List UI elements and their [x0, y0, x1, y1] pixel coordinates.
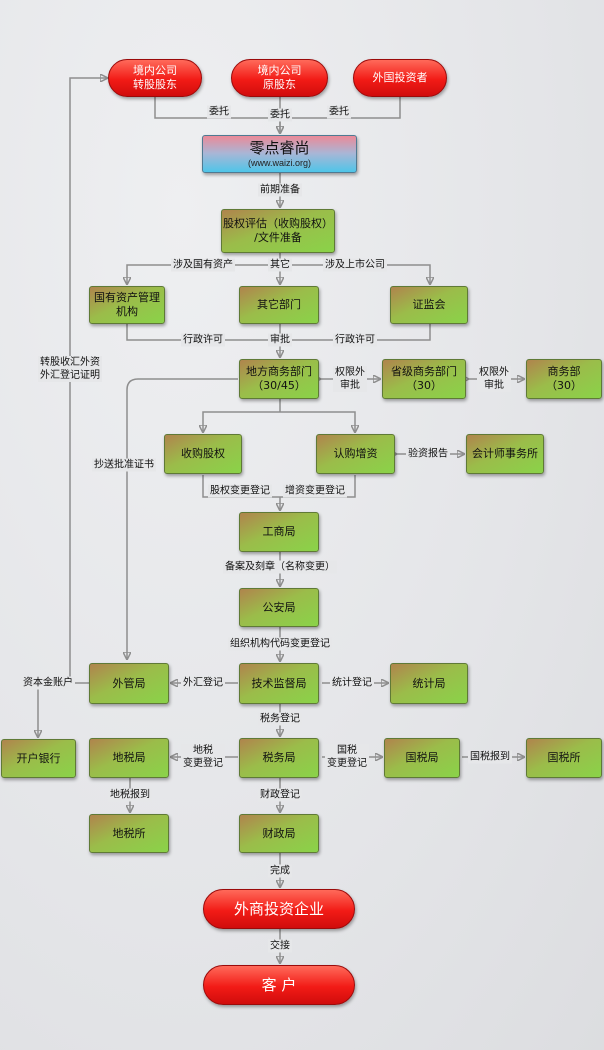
node-sasac: 国有资产管理 机构	[89, 286, 165, 324]
label-org-code: 组织机构代码变更登记	[228, 637, 332, 651]
label-capital-account: 资本金账户	[21, 676, 75, 690]
label-other: 其它	[268, 258, 292, 272]
brand-name: 零点睿尚	[249, 139, 310, 157]
node-customer: 客 户	[203, 965, 355, 1005]
label-fx-proof: 转股收汇外资 外汇登记证明	[38, 356, 102, 382]
node-subscribe-capital: 认购增资	[316, 434, 395, 474]
node-local-mofcom: 地方商务部门 （30/45）	[239, 359, 319, 399]
node-transfer-shareholder: 境内公司 转股股东	[108, 59, 202, 97]
node-fie: 外商投资企业	[203, 889, 355, 929]
node-prov-mofcom: 省级商务部门 （30）	[382, 359, 466, 399]
node-bank: 开户银行	[1, 739, 76, 778]
label-approve: 审批	[268, 333, 292, 347]
node-foreign-investor: 外国投资者	[353, 59, 447, 97]
edge-foreign-brand	[280, 96, 401, 119]
edge-local-safe	[127, 378, 238, 659]
label-record-seal: 备案及刻章（名称变更）	[223, 560, 337, 574]
edge-safe-bank	[38, 682, 89, 737]
edge-csrc-merge	[280, 324, 431, 341]
node-state-tax: 国税局	[384, 738, 460, 778]
node-local-tax-office: 地税所	[89, 814, 169, 853]
label-admin-1: 行政许可	[181, 333, 225, 347]
node-safe: 外管局	[89, 663, 169, 704]
label-stats-reg: 统计登记	[330, 676, 374, 690]
label-prep: 前期准备	[258, 183, 302, 197]
node-local-tax: 地税局	[89, 738, 169, 778]
label-entrust-2: 委托	[268, 108, 292, 122]
label-capital-change: 增资变更登记	[283, 484, 347, 498]
node-police: 公安局	[239, 588, 319, 627]
node-accounting-firm: 会计师事务所	[466, 434, 544, 474]
label-beyond-2: 权限外 审批	[477, 366, 511, 392]
label-finance-reg: 财政登记	[258, 788, 302, 802]
edge-feedback-transfer	[69, 78, 107, 683]
node-quality-bureau: 技术监督局	[239, 663, 319, 704]
node-finance-bureau: 财政局	[239, 814, 319, 853]
node-brand: 零点睿尚 (www.waizi.org)	[202, 135, 357, 173]
label-state-tax-report: 国税报到	[468, 750, 512, 764]
node-stats-bureau: 统计局	[390, 663, 468, 704]
label-entrust-3: 委托	[327, 105, 351, 119]
edge-split-subscribe	[280, 411, 355, 432]
label-admin-2: 行政许可	[333, 333, 377, 347]
label-fx-reg: 外汇登记	[181, 676, 225, 690]
label-beyond-1: 权限外 审批	[333, 366, 367, 392]
node-mofcom: 商务部 （30）	[526, 359, 602, 399]
label-state-assets: 涉及国有资产	[171, 258, 235, 272]
label-handover: 交接	[268, 939, 292, 953]
node-original-shareholder: 境内公司 原股东	[231, 59, 328, 97]
label-capital-verify: 验资报告	[406, 447, 450, 461]
node-aic: 工商局	[239, 512, 319, 552]
label-listed: 涉及上市公司	[323, 258, 387, 272]
brand-url: (www.waizi.org)	[247, 158, 311, 168]
label-equity-change: 股权变更登记	[208, 484, 272, 498]
label-complete: 完成	[268, 864, 292, 878]
label-local-tax-change: 地税 变更登记	[181, 744, 225, 770]
edge-split-acquire	[203, 411, 280, 432]
label-local-tax-report: 地税报到	[108, 788, 152, 802]
node-state-tax-office: 国税所	[526, 738, 602, 778]
node-csrc: 证监会	[390, 286, 468, 324]
node-other-dept: 其它部门	[239, 286, 319, 324]
label-tax-reg: 税务登记	[258, 712, 302, 726]
label-state-tax-change: 国税 变更登记	[325, 744, 369, 770]
node-acquire-equity: 收购股权	[164, 434, 242, 474]
node-tax-bureau: 税务局	[239, 738, 319, 778]
edge-sasac-merge	[126, 324, 280, 341]
label-entrust-1: 委托	[207, 105, 231, 119]
node-valuation: 股权评估（收购股权） /文件准备	[221, 209, 335, 253]
label-copy-cert: 抄送批准证书	[92, 458, 156, 472]
